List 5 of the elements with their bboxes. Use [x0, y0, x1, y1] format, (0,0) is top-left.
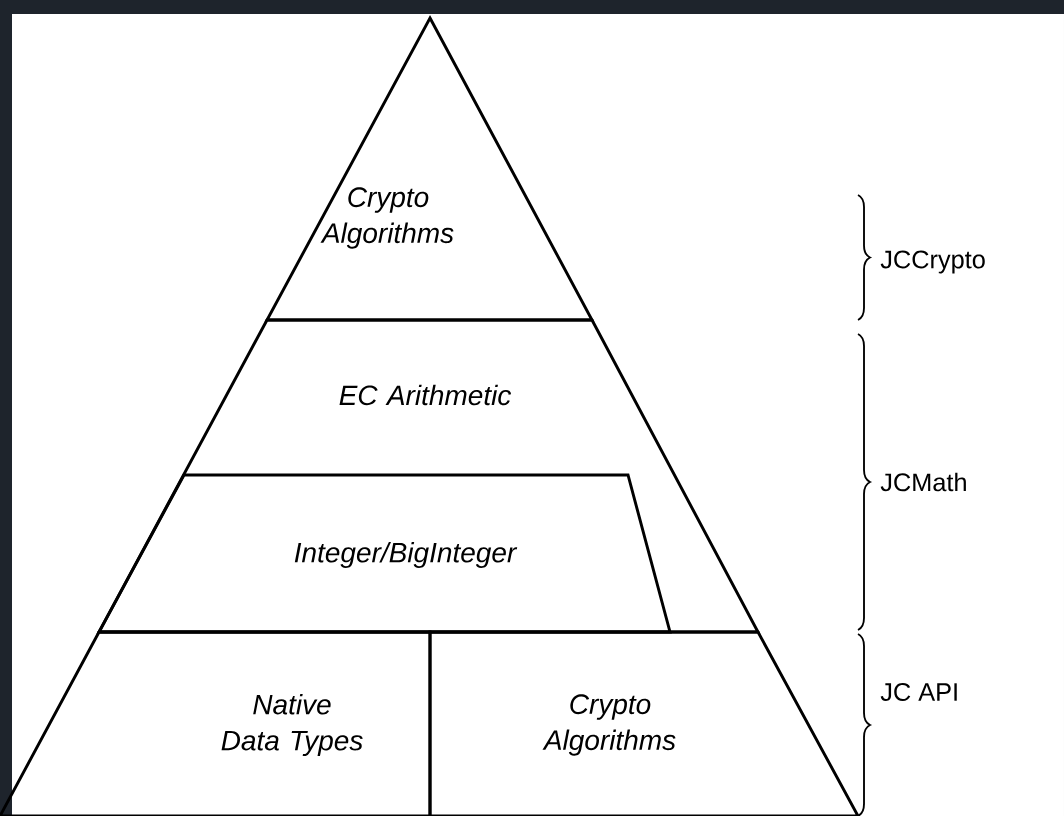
layer-label: JC API: [880, 683, 957, 701]
layer-label: JCCrypto: [880, 250, 985, 274]
layer-label: JCMath: [880, 472, 966, 492]
pyramid-layer: Crypto Algorithms: [428, 630, 861, 816]
pyramid-layer: Native Data Types: [0, 630, 432, 816]
